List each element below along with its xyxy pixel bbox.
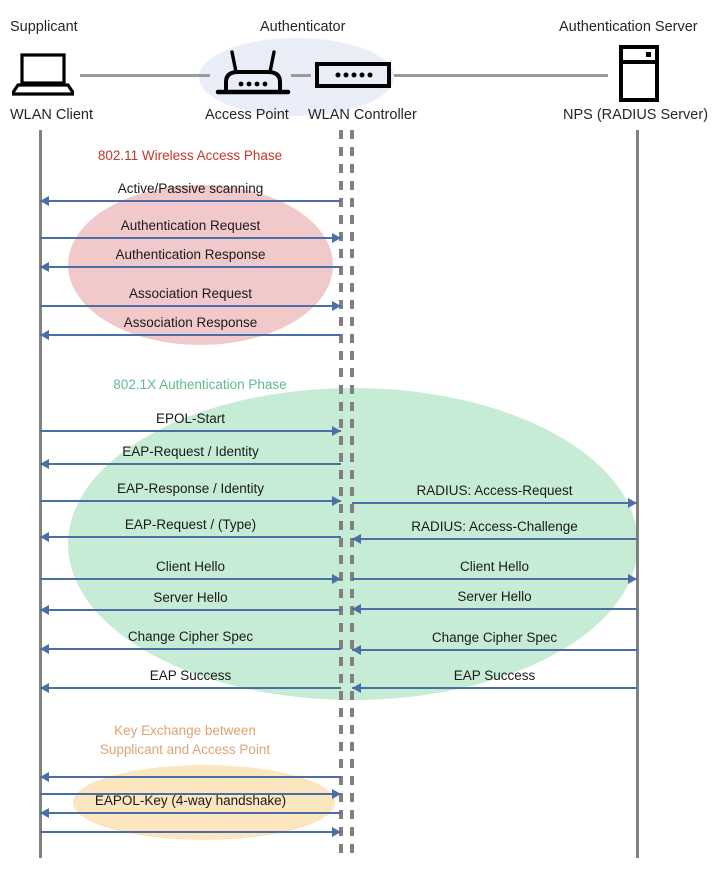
right-arrow-head-right-2 — [628, 574, 637, 584]
network-switch-icon — [315, 62, 391, 88]
left-arrow-head-right-9 — [332, 574, 341, 584]
right-message-label-1: RADIUS: Access-Challenge — [411, 519, 578, 534]
phase-label-key-exchange: Key Exchange between Supplicant and Acce… — [50, 721, 320, 759]
key-exchange-arrow-head-right-3 — [332, 827, 341, 837]
left-message-label-7: EAP-Response / Identity — [116, 481, 265, 496]
right-message-label-5: EAP Success — [453, 668, 536, 683]
lifeline-wlan-controller — [350, 130, 354, 858]
right-arrow-head-left-3 — [352, 604, 361, 614]
right-arrow-head-left-5 — [352, 683, 361, 693]
left-arrow-line-0 — [40, 200, 341, 202]
left-arrow-line-12 — [40, 687, 341, 689]
right-arrow-head-right-0 — [628, 498, 637, 508]
left-arrow-head-right-1 — [332, 233, 341, 243]
left-message-label-1: Authentication Request — [120, 218, 261, 233]
right-arrow-line-0 — [352, 502, 637, 504]
link-ap-to-controller — [291, 74, 311, 77]
left-arrow-line-3 — [40, 305, 341, 307]
node-caption-access-point: Access Point — [205, 107, 289, 123]
right-arrow-line-5 — [352, 687, 637, 689]
left-message-label-2: Authentication Response — [115, 247, 266, 262]
left-arrow-line-1 — [40, 237, 341, 239]
node-caption-wlan-client: WLAN Client — [10, 107, 93, 123]
link-controller-to-nps — [394, 74, 608, 77]
left-arrow-head-right-7 — [332, 496, 341, 506]
lifeline-authentication-server — [636, 130, 639, 858]
left-arrow-line-4 — [40, 334, 341, 336]
key-exchange-arrow-head-left-0 — [40, 772, 49, 782]
left-arrow-line-9 — [40, 578, 341, 580]
left-arrow-head-right-3 — [332, 301, 341, 311]
left-message-label-12: EAP Success — [149, 668, 232, 683]
phase-label-dot1x-authentication: 802.1X Authentication Phase — [113, 377, 287, 392]
right-message-label-4: Change Cipher Spec — [431, 630, 558, 645]
right-message-label-3: Server Hello — [457, 589, 532, 604]
lifeline-supplicant — [39, 130, 42, 858]
right-arrow-line-4 — [352, 649, 637, 651]
left-arrow-head-left-11 — [40, 644, 49, 654]
right-arrow-line-2 — [352, 578, 637, 580]
key-exchange-arrow-line-2 — [40, 812, 341, 814]
left-arrow-head-left-12 — [40, 683, 49, 693]
phase-label-key-exchange-line1: Key Exchange between — [114, 723, 256, 738]
left-arrow-head-left-0 — [40, 196, 49, 206]
node-caption-wlan-controller: WLAN Controller — [308, 107, 417, 123]
left-arrow-line-6 — [40, 463, 341, 465]
left-arrow-line-8 — [40, 536, 341, 538]
right-arrow-line-1 — [352, 538, 637, 540]
left-arrow-line-10 — [40, 609, 341, 611]
left-message-label-5: EPOL-Start — [155, 411, 226, 426]
left-arrow-line-5 — [40, 430, 341, 432]
right-message-label-2: Client Hello — [459, 559, 530, 574]
left-arrow-line-7 — [40, 500, 341, 502]
right-arrow-head-left-1 — [352, 534, 361, 544]
node-caption-nps-radius-server: NPS (RADIUS Server) — [563, 107, 709, 123]
left-arrow-head-right-5 — [332, 426, 341, 436]
left-message-label-6: EAP-Request / Identity — [122, 444, 259, 459]
left-arrow-head-left-4 — [40, 330, 49, 340]
left-arrow-line-2 — [40, 266, 341, 268]
phase-label-wireless-access: 802.11 Wireless Access Phase — [97, 148, 283, 163]
role-title-authentication-server: Authentication Server — [559, 19, 698, 35]
key-exchange-arrow-line-0 — [40, 776, 341, 778]
server-icon — [619, 45, 659, 102]
right-arrow-line-3 — [352, 608, 637, 610]
key-exchange-arrow-head-left-2 — [40, 808, 49, 818]
key-exchange-message-label-2: EAPOL-Key (4-way handshake) — [94, 793, 287, 808]
left-message-label-4: Association Response — [123, 315, 258, 330]
role-title-authenticator: Authenticator — [260, 19, 346, 35]
left-message-label-3: Association Request — [128, 286, 253, 301]
key-exchange-arrow-head-right-1 — [332, 789, 341, 799]
right-message-label-0: RADIUS: Access-Request — [416, 483, 573, 498]
left-message-label-8: EAP-Request / (Type) — [124, 517, 257, 532]
lifeline-access-point — [339, 130, 343, 858]
wireless-router-icon — [214, 48, 292, 98]
left-arrow-head-left-10 — [40, 605, 49, 615]
left-arrow-head-left-2 — [40, 262, 49, 272]
left-message-label-0: Active/Passive scanning — [117, 181, 264, 196]
left-arrow-line-11 — [40, 648, 341, 650]
left-message-label-9: Client Hello — [155, 559, 226, 574]
phase-ellipse-wireless-access — [68, 185, 333, 345]
left-arrow-head-left-6 — [40, 459, 49, 469]
link-client-to-ap — [80, 74, 210, 77]
phase-label-key-exchange-line2: Supplicant and Access Point — [99, 742, 271, 757]
right-arrow-head-left-4 — [352, 645, 361, 655]
role-title-supplicant: Supplicant — [10, 19, 78, 35]
left-message-label-10: Server Hello — [153, 590, 228, 605]
left-message-label-11: Change Cipher Spec — [127, 629, 254, 644]
key-exchange-arrow-line-3 — [40, 831, 341, 833]
left-arrow-head-left-8 — [40, 532, 49, 542]
laptop-icon — [10, 52, 76, 96]
key-exchange-arrow-line-1 — [40, 793, 341, 795]
